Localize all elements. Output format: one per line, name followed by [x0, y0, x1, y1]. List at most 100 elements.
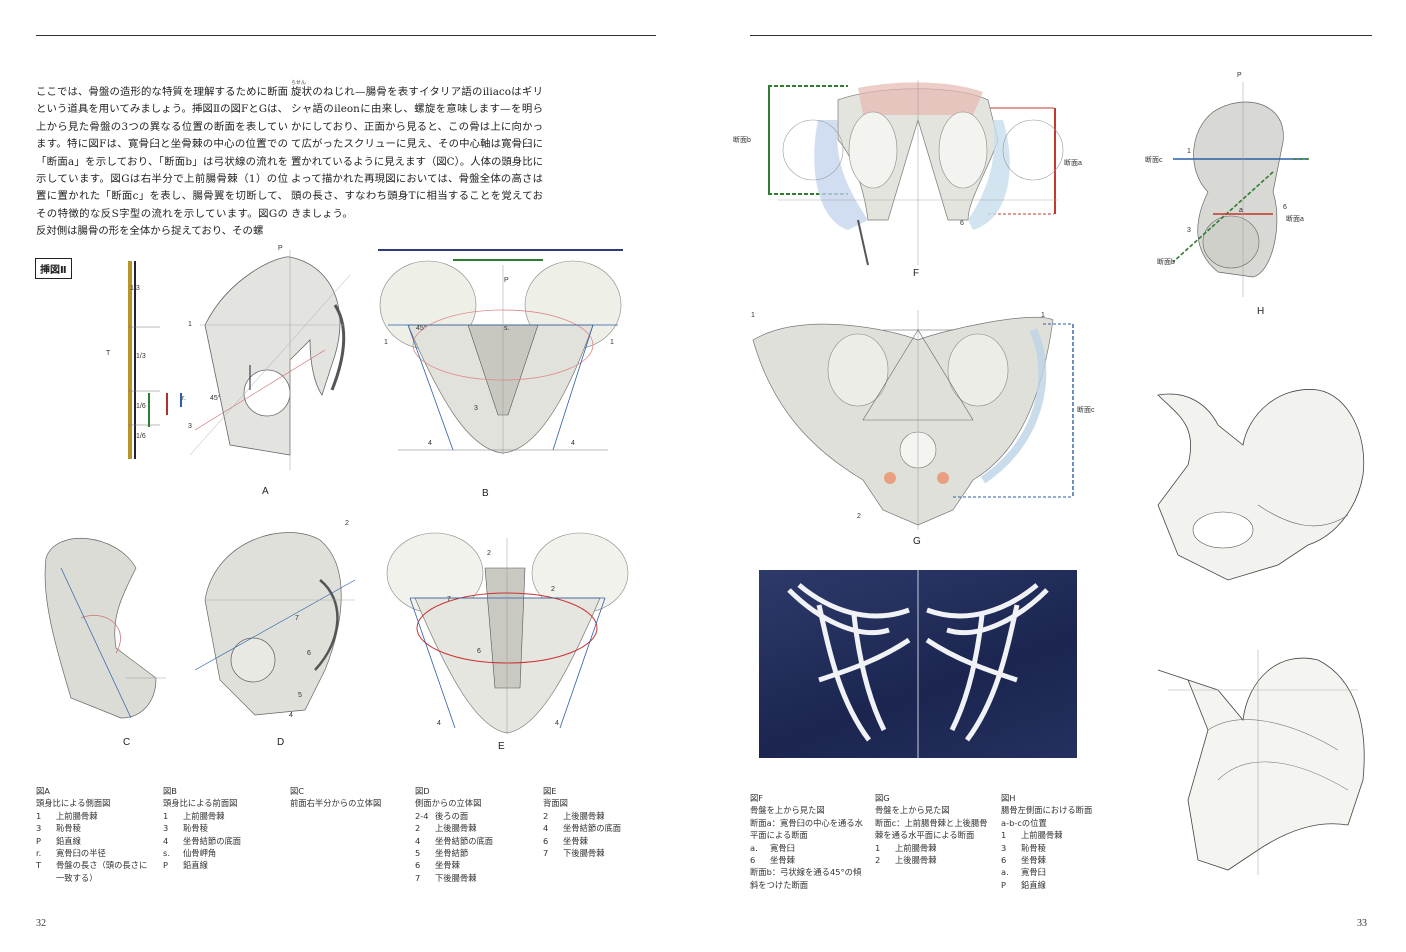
caption-e-head: 図E: [543, 786, 557, 796]
figure-f-drawing: [768, 80, 1064, 266]
figure-c: [36, 528, 176, 728]
label-4-e-left: 4: [437, 720, 441, 727]
label-2-d: 2: [345, 520, 349, 527]
label-1-b-left: 1: [384, 339, 388, 346]
figure-letter-a: A: [262, 486, 269, 497]
caption-e-sub: 背面図: [543, 798, 568, 809]
caption-row: 断面c：上前腸骨棘と上後腸骨棘を通る水平面による断面: [875, 817, 988, 841]
figure-g: 1 1 断面c 2: [743, 310, 1113, 535]
label-section-a-f: 断面a: [1064, 160, 1082, 167]
caption-f-head: 図F: [750, 793, 764, 803]
caption-g: 図G 骨盤を上から見た図 断面c：上前腸骨棘と上後腸骨棘を通る水平面による断面 …: [875, 792, 995, 866]
right-page: 断面b 断面a 6 F P 断面c 1 6 断面a a 3 断面b H: [703, 0, 1406, 952]
caption-f-sub: 骨盤を上から見た図: [750, 805, 825, 816]
label-2-g: 2: [857, 513, 861, 520]
label-p-h: P: [1237, 72, 1242, 79]
label-section-a-h: 断面a: [1286, 216, 1304, 223]
label-1-h: 1: [1187, 148, 1191, 155]
caption-row: a.寛骨臼: [750, 842, 795, 853]
figure-letter-c: C: [123, 737, 131, 748]
caption-row: 断面a：寛骨臼の中心を通る水平面による断面: [750, 817, 863, 841]
prop-label-1: 1/3: [130, 285, 140, 292]
label-section-b-f: 断面b: [733, 137, 751, 144]
label-section-c-h: 断面c: [1145, 157, 1163, 164]
figure-h-drawing: [1172, 82, 1311, 297]
label-1-g-right: 1: [1041, 312, 1045, 319]
figure-tag: 挿図Ⅱ: [35, 258, 72, 279]
prop-label-2: 1/3: [136, 353, 146, 360]
figure-letter-d: D: [277, 737, 285, 748]
label-p: P: [278, 245, 283, 252]
label-6-d: 6: [307, 650, 311, 657]
figure-a: 1/3 1/3 1/6 1/6 T P 1 3 45° r.: [100, 245, 360, 475]
figure-letter-g: G: [913, 536, 921, 547]
top-rule: [750, 35, 1372, 36]
caption-d-sub: 側面からの立体図: [415, 798, 482, 809]
label-3-h: 3: [1187, 227, 1191, 234]
caption-h-head: 図H: [1001, 793, 1016, 803]
figure-3d-view-1-drawing: [1157, 389, 1365, 581]
figure-g-drawing: [752, 310, 1074, 530]
label-a-h: a: [1239, 207, 1243, 214]
figure-e: 2 2 7 6 4 4: [385, 528, 630, 738]
figure-3d-view-1: [1148, 385, 1373, 585]
figure-d-drawing: [194, 532, 356, 716]
figure-c-drawing: [44, 538, 166, 719]
caption-g-head: 図G: [875, 793, 890, 803]
label-3-b: 3: [474, 405, 478, 412]
prop-label-4: 1/6: [136, 433, 146, 440]
label-6-h: 6: [1283, 204, 1287, 211]
caption-row: r.寛骨臼の半径: [36, 848, 106, 859]
label-1-b-right: 1: [610, 339, 614, 346]
label-2-e-right: 2: [551, 586, 555, 593]
caption-b-head: 図B: [163, 786, 177, 796]
figure-b: P 45° 1 1 s. 3 4 4: [378, 245, 628, 465]
body-paragraph-2: 旋状のねじれ—腸骨を表すイタリア語のiliacoはギリシャ語のileonに由来し…: [291, 86, 543, 220]
figure-b-drawing: [378, 249, 623, 455]
label-7-e: 7: [447, 596, 451, 603]
figure-e-drawing: [386, 532, 629, 734]
caption-h-sub: 腸骨左側面における断面: [1001, 805, 1093, 816]
body-text-col1: ここでは、骨盤の造形的な特質を理解するために断面という道具を用いてみましょう。挿…: [36, 84, 288, 241]
caption-c: 図C 前面右半分からの立体図: [290, 785, 405, 810]
figure-h: P 断面c 1 6 断面a a 3 断面b: [1133, 72, 1313, 312]
left-page: ここでは、骨盤の造形的な特質を理解するために断面という道具を用いてみましょう。挿…: [35, 35, 656, 929]
figure-3d-view-2: [1148, 650, 1373, 880]
figure-letter-e: E: [498, 741, 505, 752]
label-45-b: 45°: [416, 325, 427, 332]
body-text-col2: 旋状のねじれ—腸骨を表すイタリア語のiliacoはギリシャ語のileonに由来し…: [291, 84, 543, 223]
figure-3d-view-2-drawing: [1157, 650, 1365, 875]
page-number-right: 33: [1357, 918, 1367, 929]
caption-row: 断面b：弓状線を通る45°の傾斜をつけた断面: [750, 867, 862, 890]
caption-f: 図F 骨盤を上から見た図 断面a：寛骨臼の中心を通る水平面による断面 a.寛骨臼…: [750, 792, 865, 891]
label-6-e: 6: [477, 648, 481, 655]
model-photo: [759, 570, 1077, 758]
caption-row: a-b-cの位置: [1001, 817, 1047, 828]
label-6-f: 6: [960, 220, 964, 227]
label-3: 3: [188, 423, 192, 430]
caption-c-sub: 前面右半分からの立体図: [290, 798, 382, 809]
label-7-d: 7: [295, 615, 299, 622]
label-section-b-h: 断面b: [1157, 259, 1175, 266]
figure-letter-h: H: [1257, 306, 1265, 317]
